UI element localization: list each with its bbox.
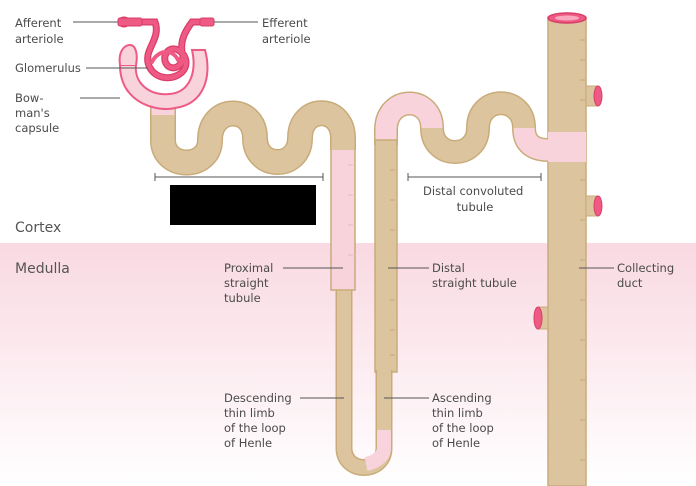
collecting-duct-label: Collecting duct	[617, 261, 678, 290]
glomerulus	[117, 16, 215, 82]
proximal-straight-tubule	[330, 137, 356, 291]
medulla-label: Medulla	[15, 261, 70, 277]
glomerulus-label: Glomerulus	[15, 61, 81, 75]
ascending-thin-limb-label: Ascending thin limb of the loop of Henle	[432, 391, 498, 450]
proximal-straight-tubule-label: Proximal straight tubule	[224, 261, 277, 305]
descending-thin-limb-label: Descending thin limb of the loop of Henl…	[224, 391, 295, 450]
distal-convoluted-tubule	[374, 91, 549, 164]
bowmans-capsule	[118, 43, 209, 110]
proximal-convoluted-tubule	[150, 100, 356, 176]
bowmans-capsule-label: Bow- man's capsule	[15, 91, 59, 135]
afferent-arteriole-label: Afferent arteriole	[15, 16, 65, 46]
cortex-label: Cortex	[15, 220, 61, 236]
loop-of-henle	[335, 288, 393, 476]
leader-lines	[73, 21, 614, 399]
distal-straight-tubule-label: Distal straight tubule	[432, 261, 517, 290]
efferent-arteriole-label: Efferent arteriole	[262, 16, 311, 46]
distal-convoluted-tubule-label: Distal convoluted tubule	[423, 184, 527, 214]
collecting-duct	[533, 12, 603, 486]
distal-straight-tubule	[374, 139, 398, 373]
redaction-box	[170, 185, 316, 225]
